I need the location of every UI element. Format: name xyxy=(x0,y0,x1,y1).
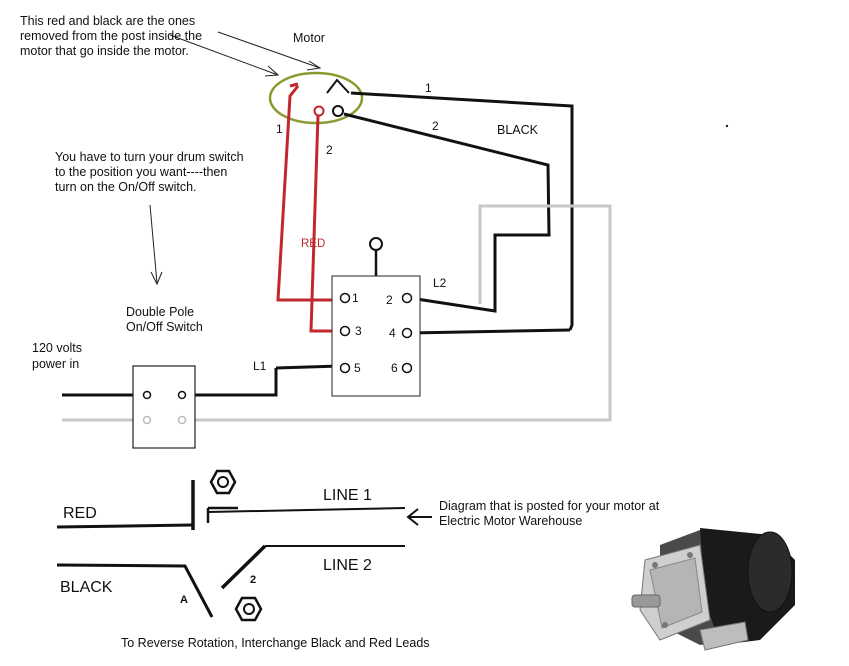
black-wire-2 xyxy=(343,112,551,313)
terminal-3-label: 3 xyxy=(355,324,362,338)
red-label: RED xyxy=(301,238,325,250)
line-1-label: LINE 1 xyxy=(323,487,372,504)
black-wire-l1-down xyxy=(190,368,278,397)
on-off-switch-posts xyxy=(142,390,187,425)
motor-black-lead-hook xyxy=(326,78,350,94)
bottom-black-label: BLACK xyxy=(60,579,113,596)
note-arrows xyxy=(169,31,322,77)
bottom-red-label: RED xyxy=(63,505,97,522)
terminal-5-label: 5 xyxy=(354,361,361,375)
drum-switch-knob xyxy=(369,237,383,251)
black-lead-2-label: 2 xyxy=(432,119,439,133)
nut-icon-top xyxy=(209,469,237,495)
power-in-label-1: 120 volts xyxy=(32,341,82,355)
terminal-posts xyxy=(339,292,413,374)
drum-switch-note: You have to turn your drum switch to the… xyxy=(55,150,244,194)
removed-leads-note: This red and black are the ones removed … xyxy=(20,14,203,58)
red-wire-1 xyxy=(276,85,335,302)
reverse-rotation-note: To Reverse Rotation, Interchange Black a… xyxy=(121,636,430,650)
terminal-2-label: 2 xyxy=(386,293,393,307)
marker-2-label: 2 xyxy=(250,574,256,586)
marker-a-label: A xyxy=(180,594,188,606)
terminal-1-label: 1 xyxy=(352,291,359,305)
gray-wire xyxy=(62,204,612,422)
terminal-6-label: 6 xyxy=(391,361,398,375)
black-wire-t4 xyxy=(409,328,571,335)
nut-icon-bottom xyxy=(234,596,263,622)
black-wire-1 xyxy=(350,91,574,331)
red-wire-2 xyxy=(309,114,336,333)
line-2-label: LINE 2 xyxy=(323,557,372,574)
black-lead-1-label: 1 xyxy=(425,81,432,95)
terminal-4-label: 4 xyxy=(389,326,396,340)
switch-label-1: Double Pole xyxy=(126,305,194,319)
power-in-label-2: power in xyxy=(32,357,79,371)
red-wire-stub xyxy=(289,82,299,88)
l1-label: L1 xyxy=(253,359,267,373)
gear-motor-picture xyxy=(631,528,795,651)
on-off-switch-box xyxy=(132,365,196,449)
lead-1-label: 1 xyxy=(276,122,283,136)
motor-terminal-circle xyxy=(268,71,364,125)
motor-post-red xyxy=(313,105,325,117)
lead-2-label: 2 xyxy=(326,143,333,157)
drum-note-arrow xyxy=(149,204,163,286)
l2-label: L2 xyxy=(433,276,447,290)
black-wire-l1 xyxy=(275,364,341,370)
bottom-diagram xyxy=(56,469,432,622)
switch-label-2: On/Off Switch xyxy=(126,320,203,334)
motor-label: Motor xyxy=(293,31,325,45)
motor-post-black xyxy=(332,105,344,117)
motor-warehouse-note: Diagram that is posted for your motor at… xyxy=(439,499,660,528)
motor-warehouse-arrow xyxy=(406,508,432,526)
black-label: BLACK xyxy=(497,123,539,137)
